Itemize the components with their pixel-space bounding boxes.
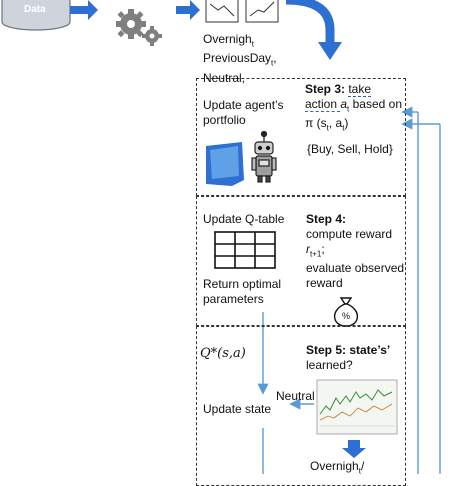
- step4-line4: reward: [306, 276, 343, 291]
- update-agent-line1: Update agent’s: [203, 98, 284, 112]
- time-series-chart-image: [316, 379, 398, 435]
- flow-arrow-data-to-process: [70, 0, 98, 20]
- state-line-neutral: Neutral,: [203, 70, 246, 85]
- portfolio-icon: [206, 142, 244, 186]
- chart-icons: [205, 0, 279, 23]
- step4-reward: rt+1;: [306, 242, 325, 259]
- robot-agent-icon: [251, 130, 277, 183]
- step4-line1: compute reward: [306, 227, 393, 241]
- neutral-label: Neutral: [276, 389, 315, 403]
- step4-line3: evaluate observed: [306, 261, 405, 276]
- step3-text: Step 3: take action at based on π (st, a…: [305, 82, 402, 136]
- step5-text: Step 5: state’s’ learned?: [306, 343, 390, 373]
- step3-heading: Step 3:: [305, 82, 349, 96]
- step3-actions: {Buy, Sell, Hold}: [307, 142, 393, 156]
- q-table-grid-icon: [214, 231, 276, 269]
- step3-action-line: action at based on: [305, 97, 402, 114]
- step3-take: take: [348, 82, 372, 97]
- initial-state-list: Overnight PreviousDayt, Neutral,: [203, 32, 277, 86]
- gears-icon: [116, 9, 162, 46]
- update-q-table-label: Update Q-table: [203, 212, 285, 226]
- step3-left-label: Update agent’s portfolio: [203, 98, 284, 128]
- step5-heading: Step 5: state’s’: [306, 343, 391, 357]
- diagram-graphics: [1, 0, 441, 474]
- step4-box: [196, 196, 406, 326]
- bottom-overnight: Overnight/: [310, 459, 365, 476]
- q-star-formula: Q*(s,a): [200, 346, 246, 361]
- flow-arrow-process-to-charts: [176, 0, 200, 20]
- update-state-label: Update state: [203, 402, 272, 416]
- step4-heading: Step 4:: [306, 212, 347, 226]
- state-line-previousday: PreviousDayt,: [203, 51, 277, 68]
- down-arrow-output: [342, 440, 366, 458]
- loop-thin-arrows: [257, 106, 441, 474]
- data-cylinder-icon: [1, 0, 71, 31]
- step3-policy: π (st, at): [305, 116, 349, 133]
- step3-box: [196, 78, 406, 196]
- update-agent-line2: portfolio: [203, 113, 246, 127]
- step5-line2: learned?: [306, 358, 353, 372]
- data-label: Data: [24, 4, 46, 15]
- curved-arrow-to-loop: [285, 0, 342, 60]
- state-line-overnight: Overnight: [203, 32, 254, 49]
- bag-percent: %: [342, 311, 351, 321]
- step4-text: Step 4: compute reward rt+1; evaluate ob…: [306, 212, 404, 291]
- return-optimal-label: Return optimal parameters: [203, 277, 282, 306]
